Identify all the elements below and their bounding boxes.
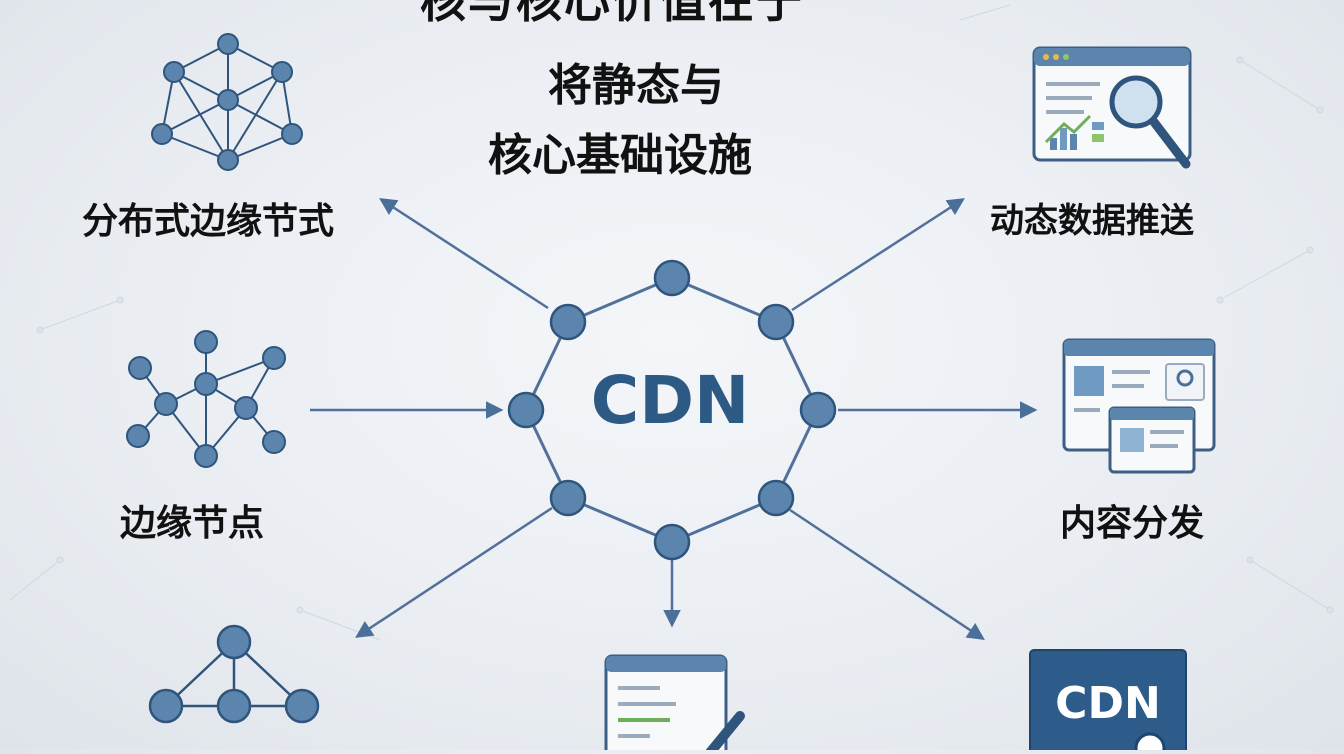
arrow-to-bottom-right (789, 508, 985, 640)
content-windows-icon (1062, 338, 1216, 474)
hub-node-top-left (549, 303, 587, 341)
network-mesh-icon (151, 33, 303, 171)
arrow-to-dynamic-push (791, 198, 965, 312)
cdn-hub (507, 259, 837, 561)
label-dynamic-push: 动态数据推送 (990, 201, 1194, 241)
hub-node-top-right (757, 303, 795, 341)
subtitle-line-1: 将静态与 (548, 60, 724, 111)
cdn-center-label: CDN (590, 362, 750, 439)
hub-node-left (507, 391, 545, 429)
node-cluster-icon (148, 624, 320, 724)
hub-node-bottom-left (549, 479, 587, 517)
top-title: 核与核心价值在于 (420, 0, 804, 28)
cdn-badge-label: CDN (1055, 678, 1161, 729)
arrow-to-bottom-left (355, 506, 553, 638)
document-edit-icon (604, 654, 745, 754)
hub-node-bottom (653, 523, 691, 561)
edge-nodes-icon (126, 330, 286, 468)
subtitle-line-2: 核心基础设施 (488, 130, 752, 181)
hub-node-bottom-right (757, 479, 795, 517)
analytics-magnifier-icon (1032, 46, 1192, 169)
label-edge-nodes: 边缘节点 (120, 503, 265, 544)
label-content-delivery: 内容分发 (1060, 503, 1205, 544)
hub-node-right (799, 391, 837, 429)
cdn-badge-icon (1029, 649, 1187, 754)
connection-arrows (310, 198, 1038, 640)
arrow-to-distributed-edge (379, 198, 549, 310)
hub-node-top (653, 259, 691, 297)
label-distributed-edge: 分布式边缘节式 (82, 201, 335, 242)
